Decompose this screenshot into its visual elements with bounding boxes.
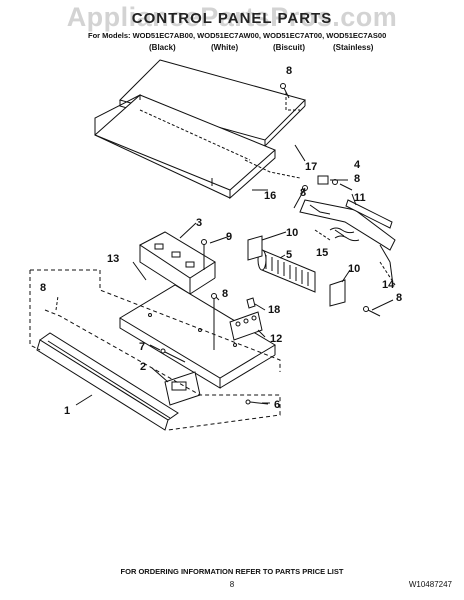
callout-4: 4 (354, 159, 361, 171)
callout-5: 5 (286, 249, 292, 261)
watermark: AppliancePartsPros.com (66, 2, 398, 32)
document-number: W10487247 (408, 580, 452, 589)
terminal-block-part (229, 297, 263, 341)
callout-8: 8 (396, 292, 402, 304)
control-housing-part (94, 94, 276, 200)
callout-11: 11 (354, 192, 366, 204)
callout-17: 17 (305, 161, 317, 173)
callout-8: 8 (354, 173, 360, 185)
bracket-part (247, 235, 263, 261)
callout-8: 8 (286, 65, 292, 77)
ordering-footer: FOR ORDERING INFORMATION REFER TO PARTS … (120, 567, 344, 576)
callout-1: 1 (64, 405, 70, 417)
callout-9: 9 (226, 231, 232, 243)
callout-2: 2 (140, 361, 146, 373)
callout-18: 18 (268, 304, 280, 316)
color-label-stainless: (Stainless) (333, 43, 374, 52)
callout-3: 3 (196, 217, 202, 229)
callout-16: 16 (264, 190, 276, 202)
color-label-biscuit: (Biscuit) (273, 43, 305, 52)
color-label-black: (Black) (149, 43, 176, 52)
control-board-part (139, 231, 216, 295)
bracket-part (329, 279, 346, 307)
callout-6: 6 (274, 399, 280, 411)
bracket-assembly-part (299, 199, 396, 263)
screw-part (280, 83, 290, 99)
color-label-white: (White) (211, 43, 239, 52)
touch-control-part (164, 371, 201, 406)
callout-8: 8 (40, 282, 46, 294)
mounting-panel-part (119, 284, 276, 389)
callout-13: 13 (107, 253, 119, 265)
wire-part (329, 227, 360, 242)
callout-12: 12 (270, 333, 282, 345)
models-line: For Models: WOD51EC7AB00, WOD51EC7AW00, … (88, 31, 387, 40)
callout-14: 14 (382, 279, 395, 291)
page-number: 8 (229, 580, 235, 589)
callout-8: 8 (300, 187, 306, 199)
control-panel-front-part (36, 332, 179, 431)
callout-7: 7 (139, 341, 145, 353)
callout-10: 10 (286, 227, 298, 239)
callout-15: 15 (316, 247, 328, 259)
callout-10: 10 (348, 263, 360, 275)
callout-8: 8 (222, 288, 228, 300)
page-title: CONTROL PANEL PARTS (131, 10, 333, 27)
